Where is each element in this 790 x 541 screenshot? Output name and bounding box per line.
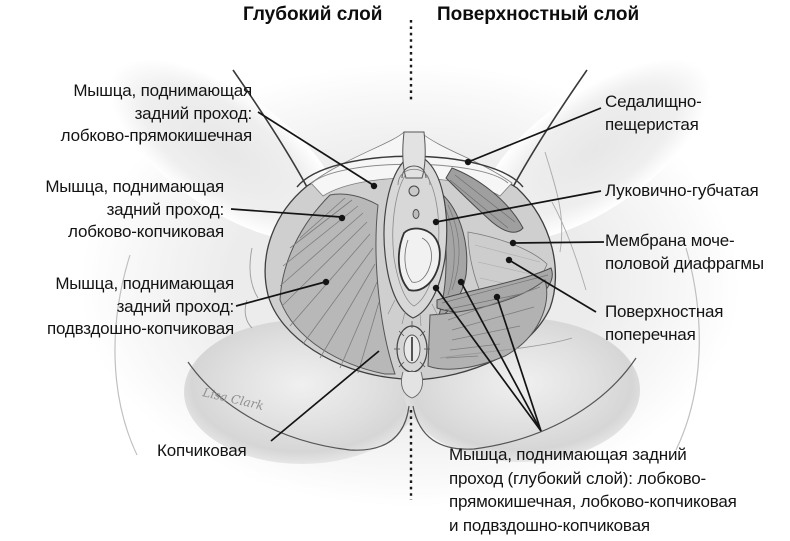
- right-hip-contour: [675, 247, 700, 451]
- leader-iliococcygeus: [235, 281, 326, 307]
- label-levator-ani-deep: Мышца, поднимающая задний проход (глубок…: [449, 445, 737, 535]
- leader-levator-a: [435, 287, 542, 432]
- superficial-layer-title: Поверхностный слой: [437, 4, 640, 25]
- deep-layer-title: Глубокий слой: [243, 4, 383, 25]
- vaginal-opening: [398, 227, 441, 292]
- label-ischiocavernosus: Седалищно- пещеристая: [605, 92, 702, 134]
- label-superficial-transverse: Поверхностная поперечная: [605, 302, 724, 344]
- leader-dots: [322, 158, 517, 301]
- leader-transverse: [508, 259, 597, 313]
- leader-levator-b: [460, 281, 542, 432]
- leader-levator-c: [496, 296, 542, 432]
- levator-ani-right-fan: [427, 279, 548, 370]
- ischiocavernosus-muscle: [445, 167, 524, 233]
- urethral-opening: [412, 209, 420, 219]
- right-thigh-shading: [479, 59, 711, 241]
- label-bulbospongiosus: Луковично-губчатая: [605, 181, 759, 200]
- levator-left-striations: [279, 197, 380, 374]
- left-hip-contour: [114, 254, 138, 456]
- leader-puborectalis: [257, 111, 374, 186]
- right-gluteal-outline: [412, 357, 637, 450]
- leader-coccygeus: [270, 350, 380, 442]
- clitoris: [397, 131, 431, 197]
- label-urogenital-membrane: Мембрана моче- половой диафрагмы: [605, 231, 764, 273]
- label-iliococcygeus: Мышца, поднимающая задний проход: подвзд…: [46, 274, 234, 338]
- leader-membrane: [512, 241, 605, 244]
- leader-ischiocavernosus: [467, 107, 602, 163]
- left-thigh-shading: [109, 59, 341, 241]
- levator-ani-left-fan: [279, 193, 396, 375]
- left-gluteal-outline: [187, 361, 410, 451]
- leader-bulbospongiosus: [435, 190, 602, 223]
- label-pubococcygeus: Мышца, поднимающая задний проход: лобков…: [45, 177, 224, 241]
- left-groin-crease: [232, 69, 308, 188]
- leader-lines: [230, 107, 605, 442]
- anus: [394, 321, 430, 377]
- perineum-buttock-crease: [439, 337, 573, 359]
- leader-pubococcygeus: [230, 208, 342, 218]
- perineal-tail: [401, 371, 423, 399]
- label-coccygeus: Копчиковая: [157, 441, 247, 460]
- label-puborectalis: Мышца, поднимающая задний проход: лобков…: [60, 81, 253, 145]
